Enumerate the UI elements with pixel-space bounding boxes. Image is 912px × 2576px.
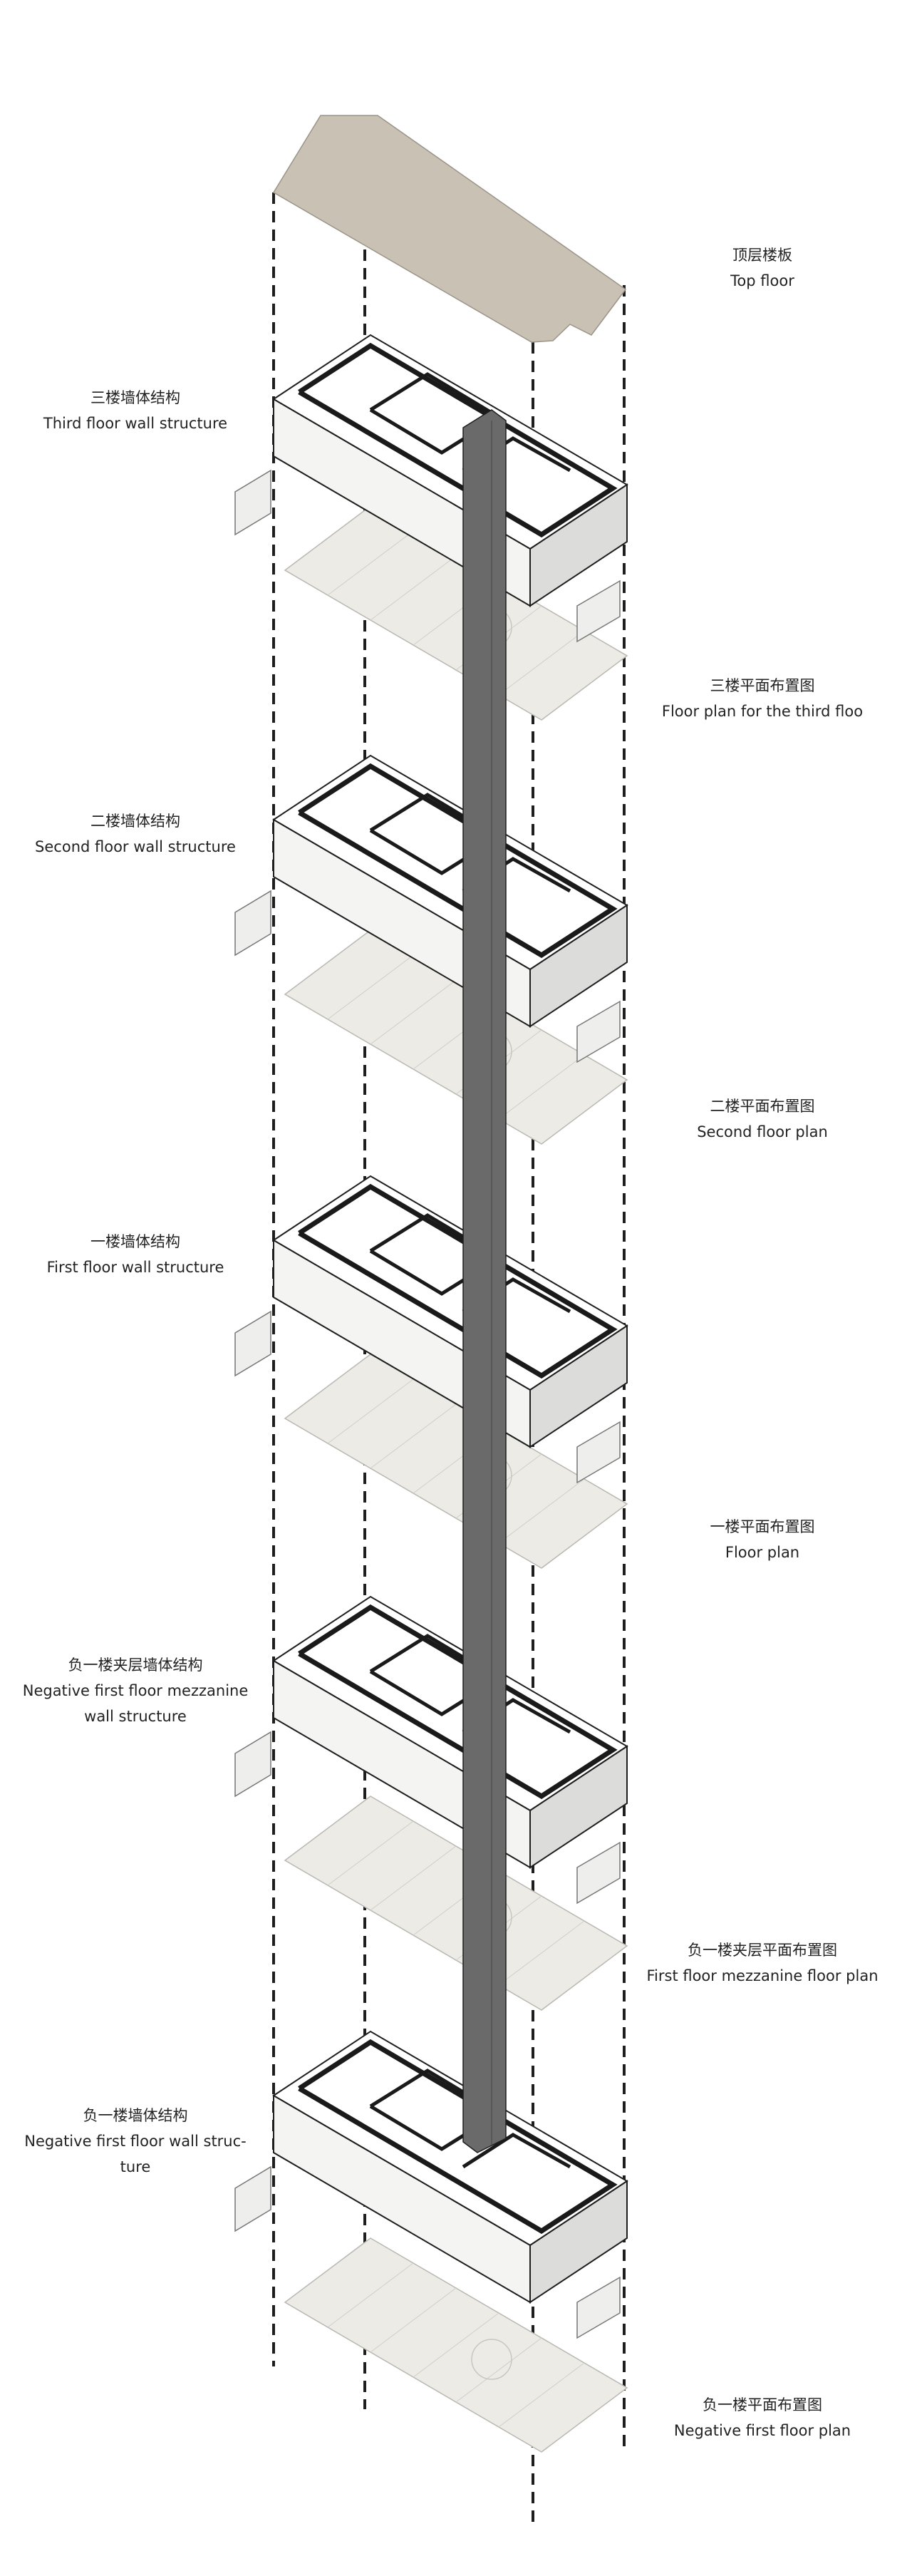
plan-grid-line — [498, 1054, 585, 1120]
wall-side-face — [529, 483, 628, 607]
label-en: Floor plan — [725, 1544, 800, 1561]
label-en: Negative first floor mezzanine — [22, 1682, 249, 1699]
label-first-floor-mezzanine-plan: 负一楼夹层平面布置图 First floor mezzanine floor p… — [634, 1937, 891, 1989]
label-zh: 二楼墙体结构 — [90, 813, 180, 830]
plan-grid-line — [327, 954, 414, 1020]
label-en: Second floor plan — [697, 1123, 828, 1140]
exploded-panel — [576, 1841, 621, 1905]
wall-perimeter — [298, 1604, 618, 1800]
negative-first-floor-wall-structure — [234, 2030, 628, 2339]
label-en: Floor plan for the third floo — [661, 703, 864, 720]
exploded-panel — [576, 2276, 621, 2339]
label-en: Top floor — [730, 272, 794, 289]
label-en-line2: wall structure — [84, 1708, 187, 1725]
exploded-panel — [576, 1000, 621, 1063]
exploded-panel — [234, 1310, 271, 1377]
label-zh: 负一楼平面布置图 — [703, 2396, 822, 2413]
label-en: First floor wall structure — [46, 1259, 224, 1276]
exploded-panel — [234, 890, 271, 957]
label-zh: 三楼墙体结构 — [90, 389, 180, 406]
wall-side-face — [529, 2180, 628, 2304]
label-en: Third floor wall structure — [43, 415, 228, 432]
shaft-core — [462, 409, 507, 2153]
label-third-floor-wall-structure: 三楼墙体结构 Third floor wall structure — [14, 385, 256, 436]
wall-side-face — [529, 1324, 628, 1448]
plan-grid-line — [370, 1845, 457, 1911]
plan-grid-line — [498, 2362, 585, 2428]
plan-grid-line — [370, 2287, 457, 2353]
label-zh: 顶层楼板 — [732, 247, 792, 264]
plan-grid-line — [498, 1920, 585, 1986]
label-second-floor-plan: 二楼平面布置图 Second floor plan — [634, 1093, 891, 1145]
label-zh: 负一楼墙体结构 — [83, 2107, 188, 2124]
plan-grid-line — [413, 2312, 499, 2378]
wall-perimeter — [298, 342, 618, 538]
wall-room-partition — [462, 2133, 571, 2169]
plan-grid-line — [327, 1379, 414, 1444]
wall-perimeter — [298, 763, 618, 959]
label-negative-first-floor-plan: 负一楼平面布置图 Negative first floor plan — [634, 2392, 891, 2443]
plan-grid-line — [498, 630, 585, 696]
exploded-panel — [576, 1421, 621, 1484]
label-negative-first-floor-wall-structure: 负一楼墙体结构 Negative first floor wall struc-… — [14, 2103, 256, 2180]
label-zh: 三楼平面布置图 — [710, 677, 815, 694]
label-en: Second floor wall structure — [35, 838, 236, 855]
label-zh: 负一楼夹层墙体结构 — [68, 1657, 203, 1674]
wall-side-face — [529, 904, 628, 1028]
wall-perimeter — [298, 1183, 618, 1379]
floor-layers — [234, 115, 628, 2453]
exploded-panel — [234, 1731, 271, 1798]
plan-grid-line — [327, 530, 414, 596]
label-en: Negative first floor wall struc- — [24, 2133, 247, 2150]
label-negative-first-mezzanine-wall-structure: 负一楼夹层墙体结构 Negative first floor mezzanine… — [14, 1652, 256, 1729]
plan-grid-line — [327, 2262, 414, 2328]
top-floor-slab — [272, 115, 627, 343]
plan-grid-line — [370, 979, 457, 1045]
exploded-panel — [234, 469, 271, 536]
label-third-floor-plan: 三楼平面布置图 Floor plan for the third floo — [634, 673, 891, 724]
label-en: First floor mezzanine floor plan — [646, 1967, 879, 1984]
exploded-panel — [234, 2165, 271, 2232]
plan-grid-line — [455, 2337, 542, 2403]
plan-grid-line — [498, 1478, 585, 1544]
plan-grid-line — [327, 1820, 414, 1886]
plan-round-feature — [471, 2339, 512, 2380]
plan-grid-line — [370, 1403, 457, 1469]
label-zh: 负一楼夹层平面布置图 — [688, 1942, 837, 1959]
label-top-floor: 顶层楼板 Top floor — [634, 242, 891, 294]
elevator-shaft — [462, 409, 507, 2153]
label-en-line2: ture — [120, 2158, 151, 2175]
label-zh: 一楼墙体结构 — [90, 1233, 180, 1250]
wall-perimeter — [298, 2039, 618, 2235]
label-first-floor-plan: 一楼平面布置图 Floor plan — [634, 1514, 891, 1565]
label-en: Negative first floor plan — [673, 2422, 851, 2439]
wall-side-face — [529, 1745, 628, 1869]
exploded-panel — [576, 579, 621, 643]
plan-grid-line — [370, 555, 457, 621]
label-second-floor-wall-structure: 二楼墙体结构 Second floor wall structure — [14, 808, 256, 860]
label-first-floor-wall-structure: 一楼墙体结构 First floor wall structure — [14, 1229, 256, 1280]
label-zh: 一楼平面布置图 — [710, 1518, 815, 1535]
label-zh: 二楼平面布置图 — [710, 1098, 815, 1115]
